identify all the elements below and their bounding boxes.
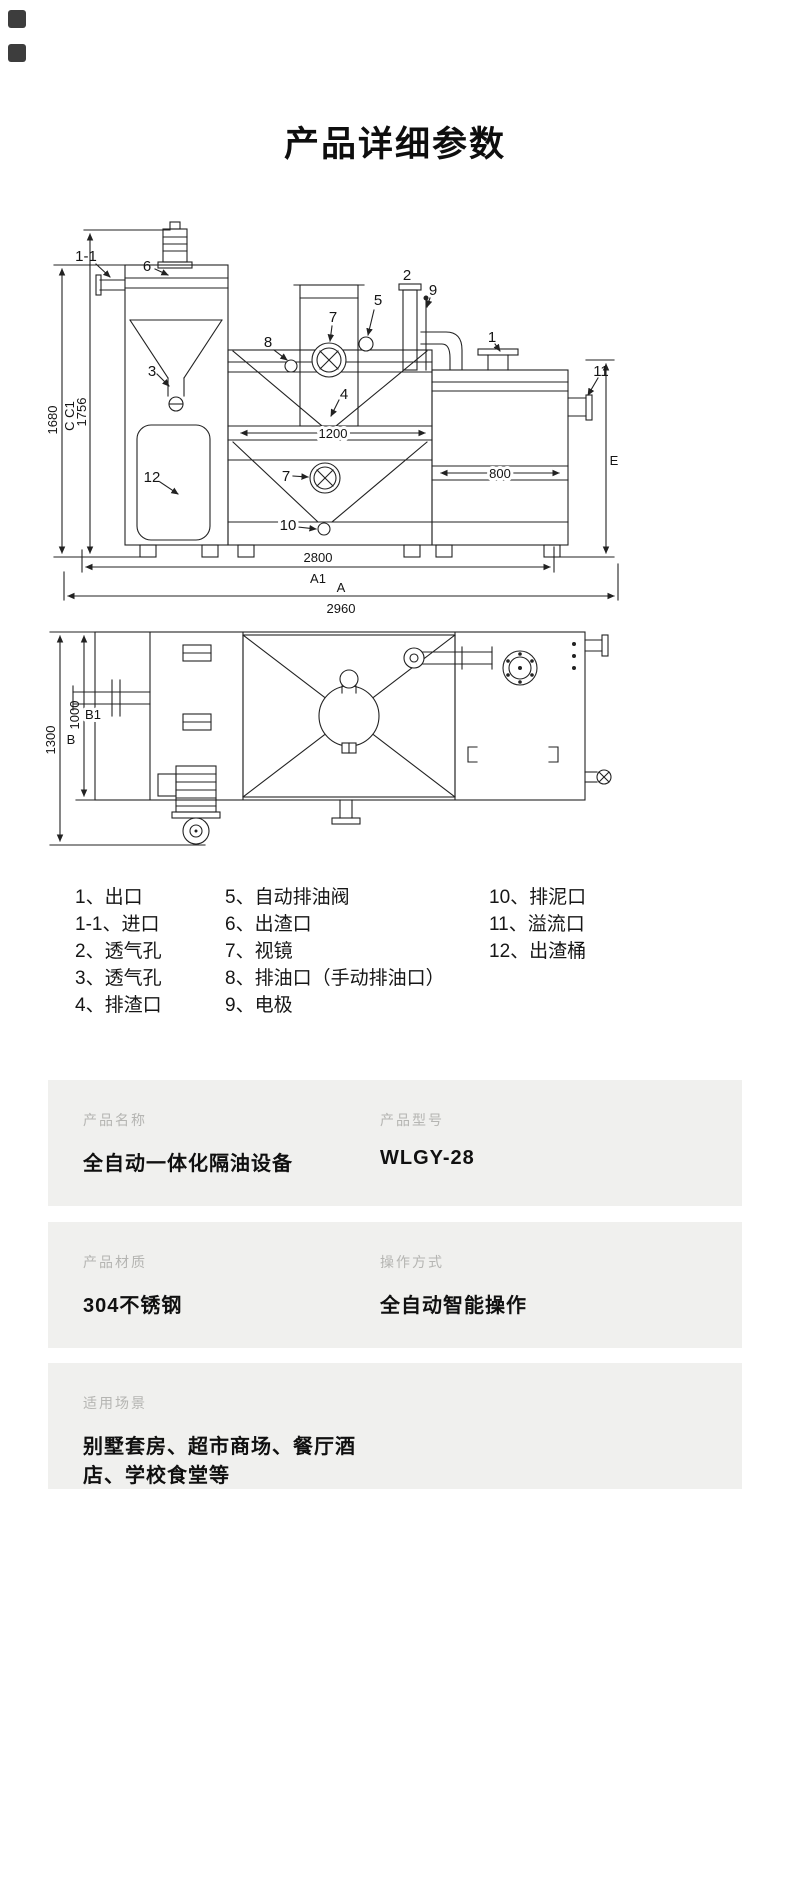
field-value: 全自动一体化隔油设备 bbox=[83, 1153, 293, 1175]
dim-label-e: E bbox=[610, 453, 619, 468]
part-label-12: 12 bbox=[144, 469, 161, 486]
motor-assembly bbox=[157, 221, 193, 269]
field-label: 产品名称 bbox=[83, 1112, 147, 1128]
part-label-11: 11 bbox=[593, 363, 609, 380]
page-title: 产品详细参数 bbox=[283, 125, 506, 164]
field-value: 全自动智能操作 bbox=[380, 1295, 527, 1317]
plan-flange bbox=[502, 650, 538, 686]
legend-item: 10、排泥口 bbox=[489, 887, 587, 908]
dim-2800: 2800 bbox=[304, 550, 333, 565]
part-label-3: 3 bbox=[148, 363, 156, 380]
dim-label-b: B bbox=[67, 732, 76, 747]
technical-drawing: 1-1 6 3 12 7 5 8 4 2 9 7 10 1 11 1680 C … bbox=[43, 221, 619, 846]
part-label-8: 8 bbox=[264, 334, 272, 351]
page-edge-artifact bbox=[8, 10, 26, 28]
part-label-10: 10 bbox=[280, 517, 297, 534]
operation-mode-field: 操作方式 全自动智能操作 bbox=[380, 1252, 527, 1318]
dim-1000: 1000 bbox=[67, 701, 82, 730]
product-material-field: 产品材质 304不锈钢 bbox=[83, 1252, 380, 1318]
dimension-lines bbox=[53, 229, 619, 601]
part-label-2: 2 bbox=[403, 267, 411, 284]
leader-lines bbox=[95, 263, 599, 532]
support-legs bbox=[139, 544, 561, 558]
application-scene-card: 适用场景 别墅套房、超市商场、餐厅酒店、学校食堂等 bbox=[48, 1363, 742, 1489]
legend-item: 5、自动排油阀 bbox=[225, 887, 350, 908]
plan-motor bbox=[157, 765, 221, 845]
field-label: 操作方式 bbox=[380, 1254, 444, 1270]
plan-details bbox=[331, 634, 612, 825]
front-view: 1-1 6 3 12 7 5 8 4 2 9 7 10 1 11 1680 C … bbox=[45, 221, 619, 616]
field-value: 别墅套房、超市商场、餐厅酒店、学校食堂等 bbox=[83, 1436, 356, 1487]
inlet-pipe bbox=[95, 274, 126, 296]
part-label-9: 9 bbox=[429, 282, 437, 299]
dim-1200: 1200 bbox=[319, 426, 348, 441]
plan-view: 1300 B 1000 B1 bbox=[43, 631, 612, 846]
legend-item: 12、出渣桶 bbox=[489, 941, 587, 962]
part-label-5: 5 bbox=[374, 292, 382, 309]
part-label-7-mid: 7 bbox=[282, 468, 290, 485]
legend-item: 3、透气孔 bbox=[75, 968, 162, 989]
legend-item: 7、视镜 bbox=[225, 941, 293, 962]
plan-dimension-lines bbox=[49, 631, 206, 846]
legend-item: 1-1、进口 bbox=[75, 914, 160, 935]
riser-column bbox=[284, 284, 374, 427]
field-label: 产品型号 bbox=[380, 1112, 444, 1128]
dim-2960: 2960 bbox=[327, 601, 356, 616]
middle-tank bbox=[227, 349, 433, 546]
legend-item: 6、出渣口 bbox=[225, 914, 312, 935]
field-value: WLGY-28 bbox=[380, 1147, 475, 1169]
legend-column-2: 5、自动排油阀 6、出渣口 7、视镜 8、排油口（手动排油口） 9、电极 bbox=[225, 884, 489, 1019]
legend-item: 11、溢流口 bbox=[489, 914, 585, 935]
page-edge-artifact bbox=[8, 44, 26, 62]
dim-800: 800 bbox=[489, 466, 511, 481]
dim-label-a: A bbox=[337, 580, 346, 595]
product-name-model-card: 产品名称 全自动一体化隔油设备 产品型号 WLGY-28 bbox=[48, 1080, 742, 1206]
product-name-field: 产品名称 全自动一体化隔油设备 bbox=[83, 1110, 380, 1176]
field-value: 304不锈钢 bbox=[83, 1295, 183, 1317]
slag-bucket bbox=[136, 424, 211, 541]
part-label-1-1: 1-1 bbox=[75, 248, 97, 265]
dim-label-a1: A1 bbox=[310, 571, 326, 586]
legend-item: 9、电极 bbox=[225, 995, 293, 1016]
field-label: 适用场景 bbox=[83, 1395, 147, 1411]
dim-label-b1: B1 bbox=[85, 707, 101, 722]
parts-legend: 1、出口 1-1、进口 2、透气孔 3、透气孔 4、排渣口 5、自动排油阀 6、… bbox=[75, 884, 586, 1019]
part-label-6: 6 bbox=[143, 258, 151, 275]
application-scene-field: 适用场景 别墅套房、超市商场、餐厅酒店、学校食堂等 bbox=[83, 1393, 380, 1487]
plan-fasteners bbox=[182, 644, 212, 731]
vent-pipes bbox=[398, 283, 463, 371]
dim-1756: 1756 bbox=[74, 398, 89, 427]
legend-column-1: 1、出口 1-1、进口 2、透气孔 3、透气孔 4、排渣口 bbox=[75, 884, 225, 1019]
legend-item: 4、排渣口 bbox=[75, 995, 162, 1016]
legend-item: 1、出口 bbox=[75, 887, 143, 908]
field-label: 产品材质 bbox=[83, 1254, 147, 1270]
part-label-4: 4 bbox=[340, 386, 348, 403]
legend-item: 8、排油口（手动排油口） bbox=[225, 968, 445, 989]
legend-column-3: 10、排泥口 11、溢流口 12、出渣桶 bbox=[489, 884, 586, 1019]
dim-1680: 1680 bbox=[45, 406, 60, 435]
dim-c-c1: C C1 bbox=[62, 401, 77, 431]
inner-funnel bbox=[129, 319, 223, 412]
legend-item: 2、透气孔 bbox=[75, 941, 162, 962]
material-operation-card: 产品材质 304不锈钢 操作方式 全自动智能操作 bbox=[48, 1222, 742, 1348]
plan-top-pipe bbox=[403, 646, 493, 670]
product-model-field: 产品型号 WLGY-28 bbox=[380, 1110, 475, 1176]
part-label-1: 1 bbox=[488, 329, 496, 346]
part-label-7-top: 7 bbox=[329, 309, 337, 326]
dim-1300: 1300 bbox=[43, 726, 58, 755]
right-tank bbox=[431, 348, 593, 546]
